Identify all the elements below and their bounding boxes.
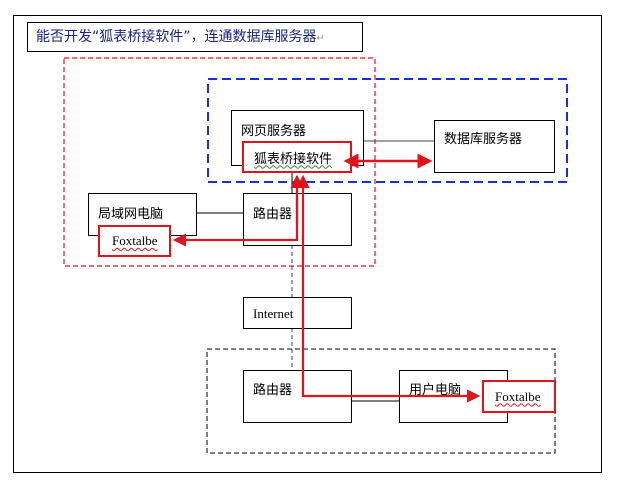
user-pc-label: 用户电脑 — [409, 383, 462, 398]
diagram-frame — [13, 15, 602, 473]
lan-foxtable-node: Foxtalbe — [98, 225, 171, 257]
web-server-label: 网页服务器 — [241, 124, 307, 139]
internet-node: Internet — [243, 297, 352, 329]
lan-foxtable-label: Foxtalbe — [112, 233, 158, 248]
internet-label: Internet — [253, 306, 294, 321]
title-text: 能否开发“狐表桥接软件”，连通数据库服务器 — [36, 29, 317, 45]
router-top-node: 路由器 — [243, 193, 352, 246]
user-foxtable-label: Foxtalbe — [495, 388, 541, 404]
bridge-software-node: 狐表桥接软件 — [242, 141, 352, 173]
router-bottom-node: 路由器 — [243, 370, 352, 423]
diagram-title: 能否开发“狐表桥接软件”，连通数据库服务器↵ — [27, 22, 363, 52]
user-foxtable-node: Foxtalbe — [482, 380, 556, 413]
bridge-software-label: 狐表桥接软件 — [254, 151, 333, 167]
router-bottom-label: 路由器 — [253, 383, 293, 398]
db-server-label: 数据库服务器 — [444, 132, 523, 147]
db-server-node: 数据库服务器 — [434, 120, 555, 173]
paragraph-mark-icon: ↵ — [316, 33, 325, 44]
lan-pc-label: 局域网电脑 — [98, 207, 164, 222]
router-top-label: 路由器 — [253, 207, 293, 222]
